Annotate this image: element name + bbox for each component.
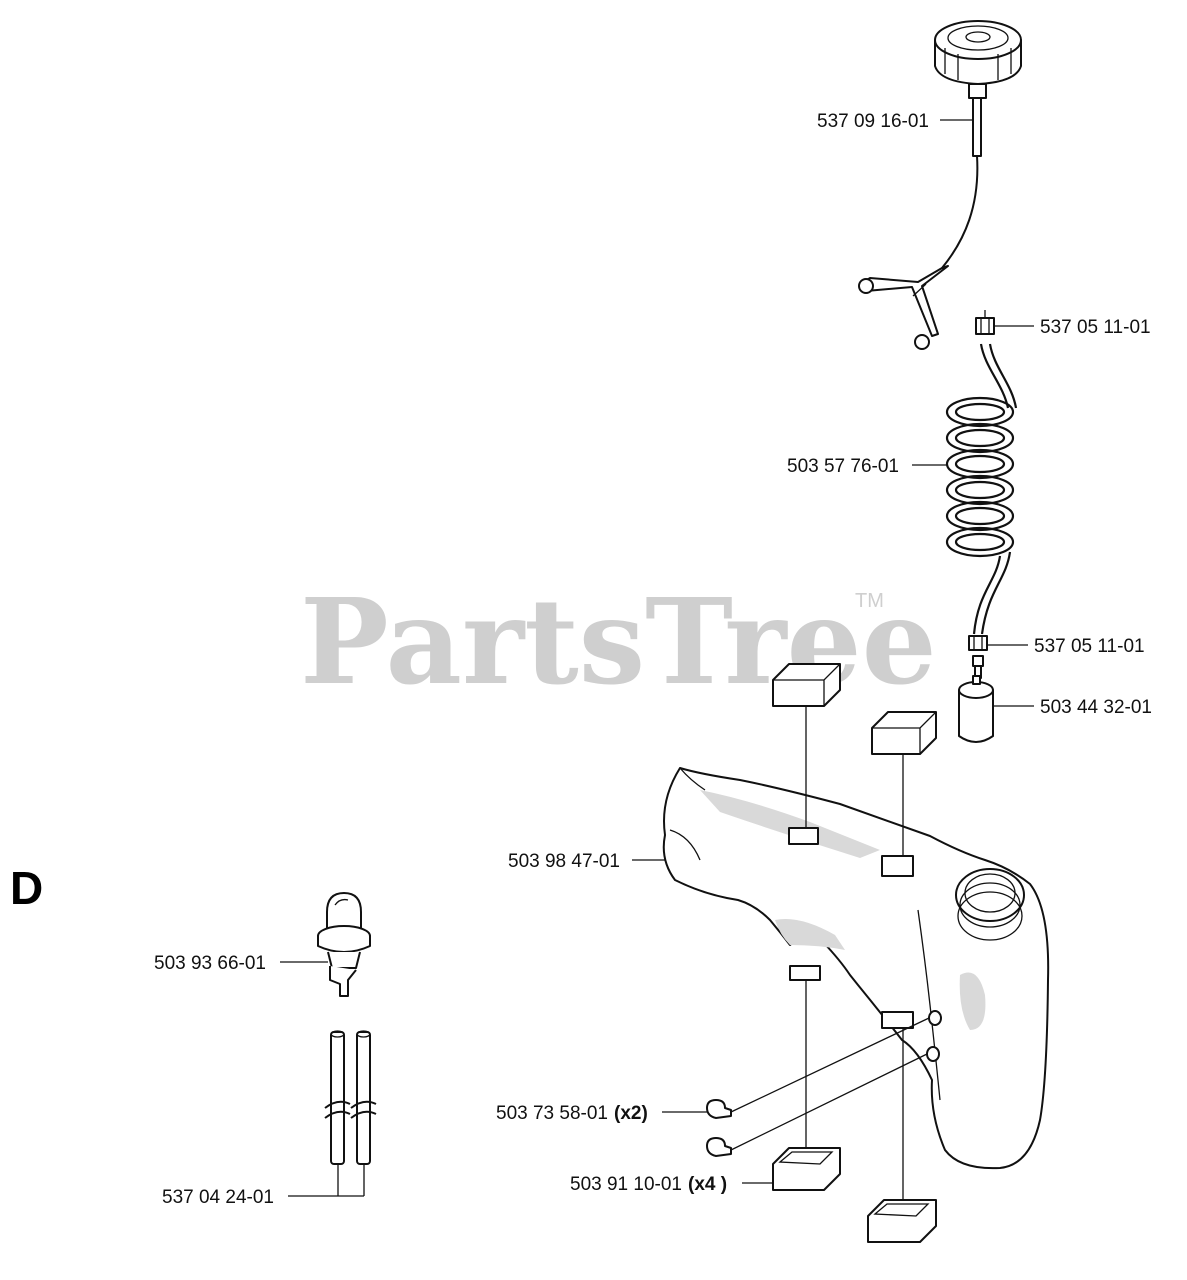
- label-tank-mount: 503 91 10-01 (x4 ): [570, 1174, 727, 1195]
- section-letter: D: [10, 862, 43, 914]
- watermark-trademark: TM: [855, 590, 884, 612]
- label-fuel-tank: 503 98 47-01: [508, 851, 620, 872]
- label-fitting-top: 537 05 11-01: [1040, 317, 1151, 338]
- tank-mount-quantity: (x4 ): [688, 1174, 727, 1195]
- tank-mount-part-number: 503 91 10-01: [570, 1174, 682, 1195]
- leader-lines: [280, 119, 1034, 1197]
- grommet-quantity: (x2): [614, 1103, 648, 1124]
- grommet-drawing: [706, 1017, 930, 1157]
- tank-mount-drawing: [772, 663, 937, 1243]
- grommet-part-number: 503 73 58-01: [496, 1103, 608, 1124]
- watermark: PartsTree TM: [300, 572, 937, 711]
- callout-labels: 537 09 16-01 537 05 11-01 503 57 76-01 5…: [154, 111, 1152, 1208]
- label-fuel-cap: 537 09 16-01: [817, 111, 929, 132]
- primer-bulb-drawing: [317, 892, 371, 997]
- label-fuel-hose-coil: 503 57 76-01: [787, 456, 899, 477]
- label-fitting-bottom: 537 05 11-01: [1034, 636, 1145, 657]
- label-primer-bulb: 503 93 66-01: [154, 953, 266, 974]
- fitting-bottom-drawing: [968, 635, 988, 679]
- fuel-cap-drawing: [858, 20, 1022, 350]
- fuel-tank-drawing: [662, 767, 1050, 1170]
- fuel-filter-drawing: [958, 675, 994, 743]
- fuel-line-drawing: [324, 1030, 377, 1196]
- fuel-hose-coil-drawing: [945, 343, 1018, 635]
- label-fuel-line: 537 04 24-01: [162, 1187, 274, 1208]
- fitting-top-drawing: [975, 310, 995, 335]
- watermark-brand: PartsTree: [300, 572, 937, 711]
- label-fuel-filter: 503 44 32-01: [1040, 697, 1152, 718]
- label-grommet: 503 73 58-01 (x2): [496, 1103, 648, 1124]
